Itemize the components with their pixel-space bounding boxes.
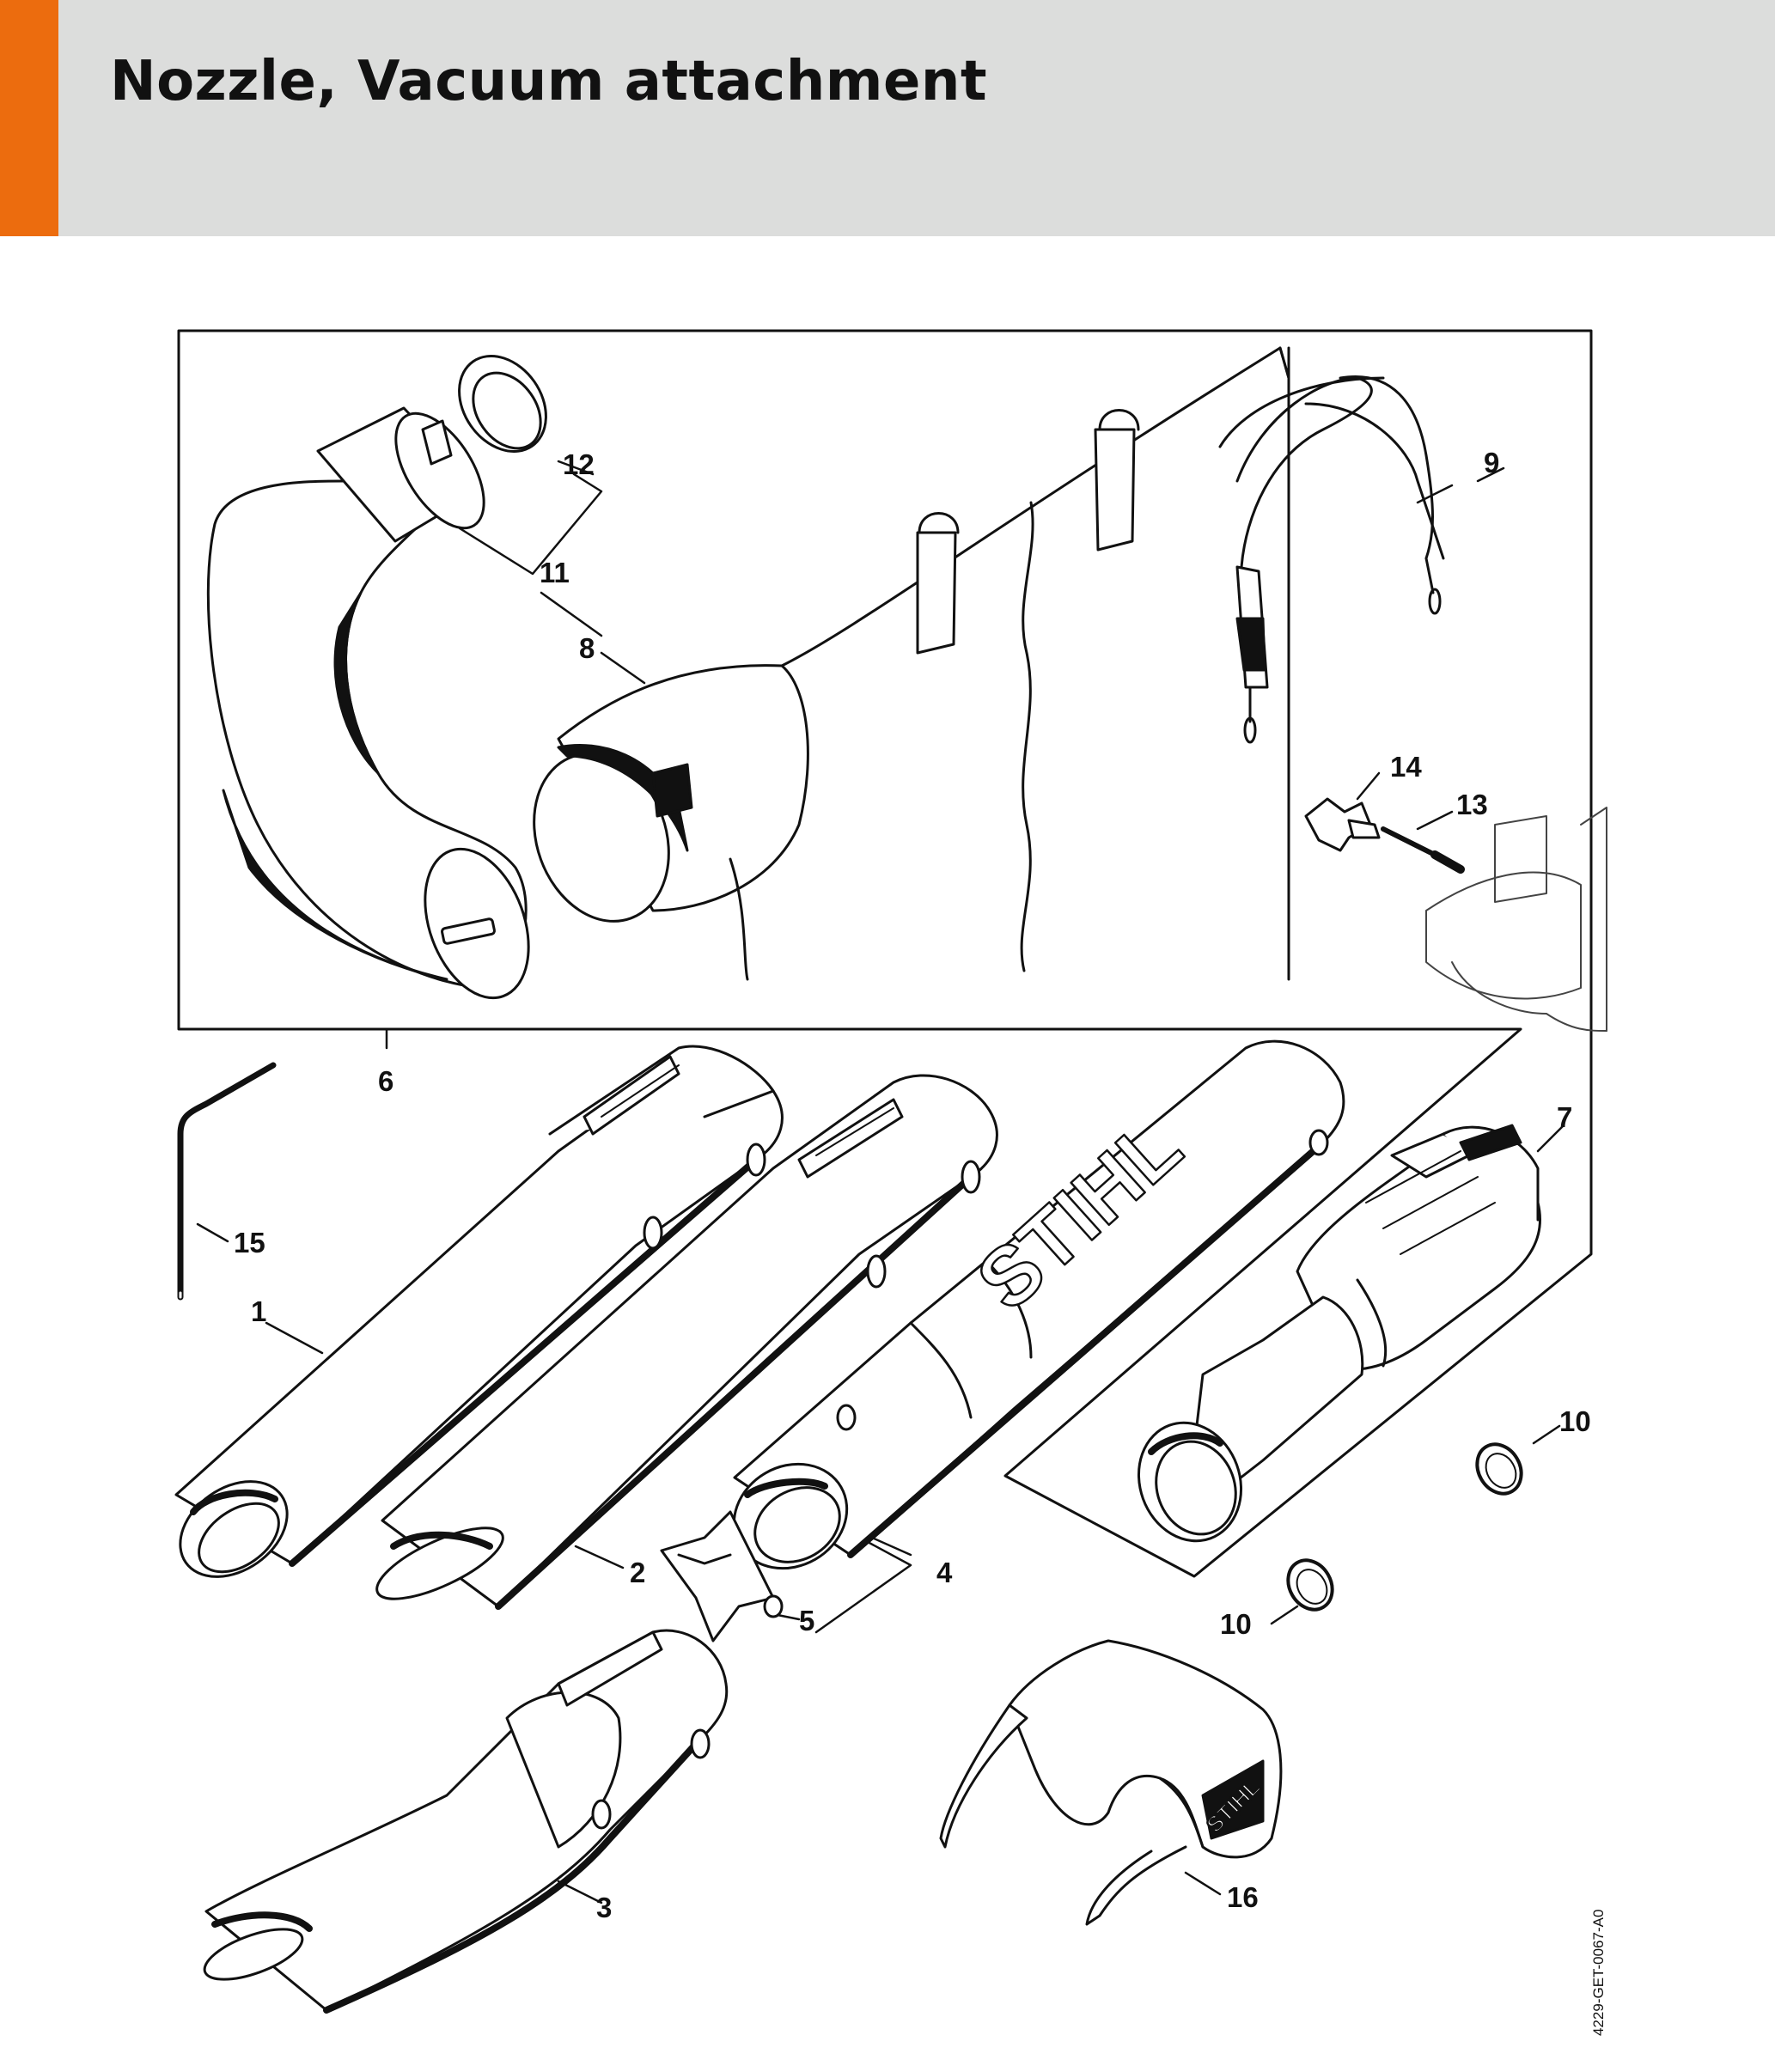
header-band — [0, 0, 1775, 236]
orange-accent-bar — [0, 0, 58, 236]
collection-bag-drawing — [533, 346, 1290, 981]
callout-9: 9 — [1484, 447, 1499, 478]
wide-nozzle-drawing — [203, 1629, 729, 2014]
leader-11-12 — [458, 472, 603, 576]
callout-4: 4 — [936, 1557, 953, 1588]
callout-7: 7 — [1557, 1101, 1572, 1133]
safety-glasses-drawing: STIHL — [939, 1639, 1283, 1926]
callout-2: 2 — [630, 1557, 645, 1588]
callout-8: 8 — [579, 632, 595, 664]
blower-tube-drawing — [174, 1045, 784, 1578]
screw-drawing — [1381, 826, 1465, 874]
star-knob-drawing — [1304, 797, 1381, 852]
kit-outline — [177, 329, 1593, 1578]
intake-elbow-drawing — [206, 406, 530, 1000]
callout-16: 16 — [1227, 1881, 1259, 1913]
leader-4-5 — [776, 1540, 912, 1634]
callout-3: 3 — [596, 1892, 612, 1923]
callout-11: 11 — [540, 557, 570, 588]
figure-reference-code: 4229-GET-0067-A0 — [1590, 1909, 1607, 2036]
callout-13: 13 — [1456, 789, 1488, 820]
flat-nozzle-drawing — [375, 1074, 998, 1610]
round-tube-drawing: STIHL — [732, 1039, 1345, 1570]
deflector-insert-drawing — [660, 1510, 784, 1642]
callout-6: 6 — [378, 1065, 393, 1097]
callout-labels: 1 2 3 4 5 6 7 8 9 10 10 11 12 13 14 15 1… — [234, 447, 1591, 1923]
callout-15: 15 — [234, 1227, 265, 1258]
callout-12: 12 — [563, 448, 595, 480]
page-title: Nozzle, Vacuum attachment — [110, 50, 988, 113]
ring-drawing-lower — [1286, 1558, 1334, 1612]
intake-ring-drawing — [458, 354, 547, 454]
callout-14: 14 — [1390, 751, 1422, 783]
housing-drawing — [1425, 807, 1607, 1032]
ring-drawing-upper — [1475, 1442, 1523, 1496]
callout-1: 1 — [251, 1295, 266, 1327]
leader-lines — [196, 460, 1565, 1904]
callout-10-upper: 10 — [1559, 1405, 1591, 1437]
wrench-drawing — [177, 1062, 277, 1301]
shoulder-strap-drawing — [1218, 375, 1445, 744]
callout-10-lower: 10 — [1220, 1608, 1252, 1640]
callout-5: 5 — [799, 1605, 814, 1636]
connector-elbow-drawing — [1137, 1124, 1542, 1543]
